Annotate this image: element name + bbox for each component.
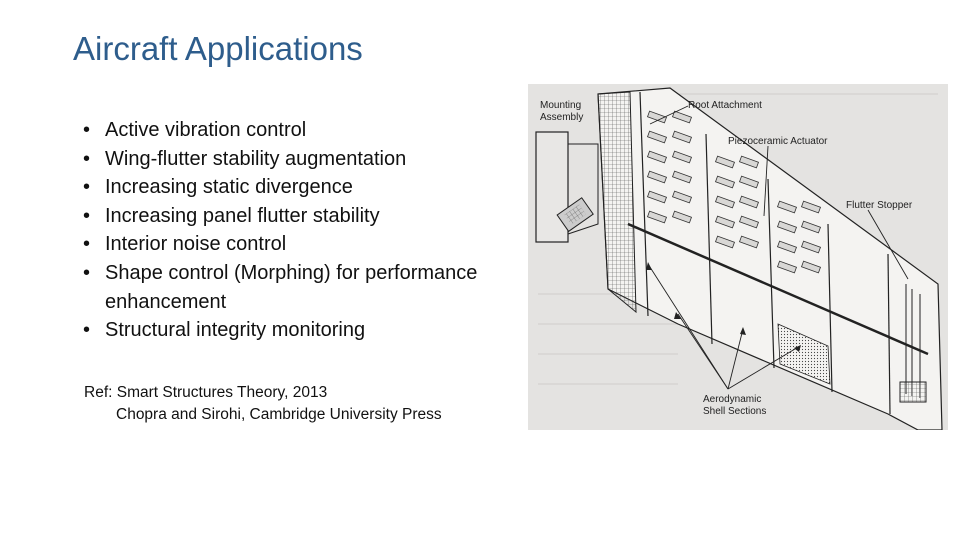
bullet-item: Increasing panel flutter stability	[80, 202, 530, 231]
wing-diagram-figure: Mounting Assembly Root Attachment Piezoc…	[528, 84, 948, 430]
reference-line-1: Ref: Smart Structures Theory, 2013	[84, 384, 328, 401]
bullet-item: Interior noise control	[80, 230, 530, 259]
wing-diagram: Mounting Assembly Root Attachment Piezoc…	[528, 84, 948, 430]
reference-line-2: Chopra and Sirohi, Cambridge University …	[116, 406, 442, 423]
bullet-item: Active vibration control	[80, 116, 530, 145]
label-shell-sections: Shell Sections	[703, 406, 766, 417]
bullet-item: Shape control (Morphing) for performance…	[80, 259, 530, 316]
reference: Ref: Smart Structures Theory, 2013 Chopr…	[84, 382, 442, 426]
piezo-actuator-array	[647, 110, 821, 274]
label-mounting: Mounting	[540, 100, 581, 111]
root-panel	[597, 91, 637, 314]
bullet-item: Wing-flutter stability augmentation	[80, 145, 530, 174]
slide-title: Aircraft Applications	[73, 30, 363, 67]
label-root-attachment: Root Attachment	[688, 100, 762, 111]
bullet-item: Structural integrity monitoring	[80, 316, 530, 345]
flutter-stopper	[899, 284, 927, 403]
label-flutter-stopper: Flutter Stopper	[846, 200, 913, 211]
label-piezo-actuator: Piezoceramic Actuator	[728, 136, 828, 147]
bullet-list: Active vibration control Wing-flutter st…	[80, 116, 530, 345]
bullet-item: Increasing static divergence	[80, 173, 530, 202]
shell-section-dotted	[777, 323, 831, 385]
label-assembly: Assembly	[540, 112, 583, 123]
mounting-assembly	[535, 131, 569, 243]
label-aerodynamic: Aerodynamic	[703, 394, 761, 405]
